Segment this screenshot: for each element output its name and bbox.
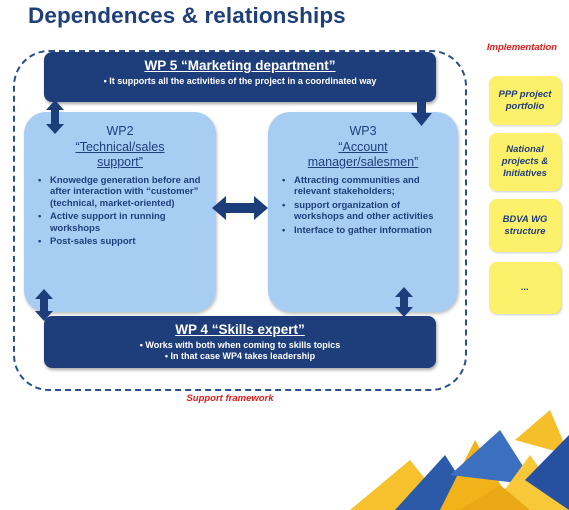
wp4-line-2: • In that case WP4 takes leadership — [164, 351, 316, 361]
wp5-marketing-box: WP 5 “Marketing department” • It support… — [44, 52, 436, 102]
wp4-skills-box: WP 4 “Skills expert” • Works with both w… — [44, 316, 436, 368]
wp3-bullet-list: Attracting communities and relevant stak… — [268, 175, 458, 237]
wp2-wp3-arrow-icon — [212, 196, 268, 220]
wp3-bullet: support organization of workshops and ot… — [282, 200, 450, 223]
wp2-bullet: Post-sales support — [38, 236, 208, 248]
side-box-ppp: PPP project portfolio — [489, 76, 561, 125]
wp3-role-line1: “Account — [338, 139, 388, 154]
wp3-bullet: Attracting communities and relevant stak… — [282, 175, 450, 198]
wp3-bullet: Interface to gather information — [282, 225, 450, 237]
wp3-id: WP3 — [349, 124, 377, 138]
page-title: Dependences & relationships — [28, 3, 346, 28]
wp2-wp4-arrow-icon — [35, 289, 53, 321]
wp3-account-manager-box: WP3 “Account manager/salesmen” Attractin… — [268, 112, 458, 312]
wp2-role-line1: “Technical/sales — [75, 139, 165, 154]
wp2-bullet: Active support in running workshops — [38, 211, 208, 234]
side-box-bdva: BDVA WG structure — [489, 199, 561, 252]
side-box-more: ... — [489, 262, 561, 314]
wp2-bullet-list: Knowedge generation before and after int… — [24, 175, 216, 249]
wp5-title: WP 5 “Marketing department” — [144, 58, 336, 73]
wp4-title: WP 4 “Skills expert” — [175, 322, 305, 337]
wp3-role-line2: manager/salesmen” — [307, 155, 419, 169]
decorative-triangles — [350, 410, 569, 510]
support-framework-boundary — [13, 50, 467, 391]
wp2-role-line2: support” — [97, 155, 143, 169]
wp5-wp2-arrow-icon — [46, 100, 64, 134]
wp5-wp3-arrow-icon — [411, 100, 432, 126]
wp3-heading: WP3 “Account manager/salesmen” — [268, 124, 458, 171]
wp4-line-1: • Works with both when coming to skills … — [139, 340, 341, 350]
wp3-wp4-arrow-icon — [395, 287, 413, 317]
implementation-label: Implementation — [486, 42, 558, 53]
wp2-id: WP2 — [106, 124, 134, 138]
support-framework-label: Support framework — [186, 393, 274, 404]
wp2-bullet: Knowedge generation before and after int… — [38, 175, 208, 210]
wp2-heading: WP2 “Technical/sales support” — [24, 124, 216, 171]
wp5-description: • It supports all the activities of the … — [103, 76, 377, 86]
side-box-national: National projects & Initiatives — [489, 133, 561, 191]
wp2-technical-support-box: WP2 “Technical/sales support” Knowedge g… — [24, 112, 216, 312]
